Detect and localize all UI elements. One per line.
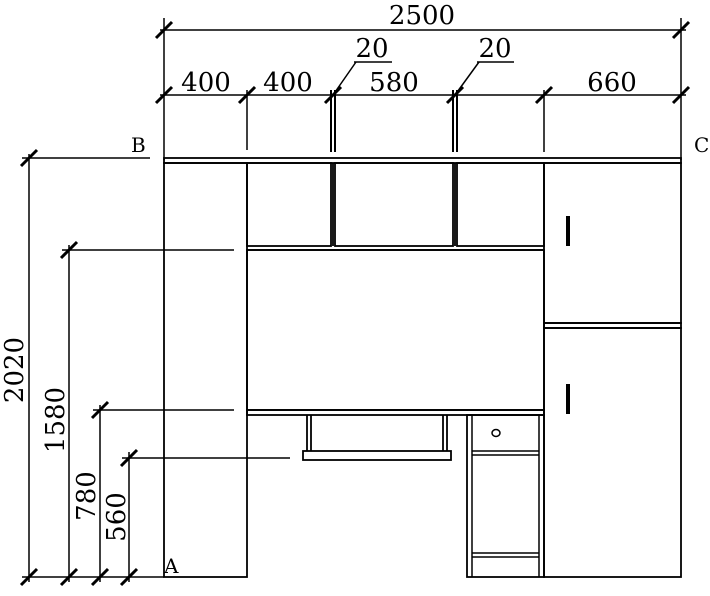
tick-total-height-top (19, 148, 39, 168)
dim-text-total-height: 2020 (0, 337, 30, 403)
leader-gap-2 (454, 61, 480, 96)
upper-shelf-left (246, 162, 332, 247)
dim-text-seg-3: 580 (369, 68, 419, 98)
tick-seg-left (154, 85, 174, 105)
tick-total-left (154, 20, 174, 40)
corner-label-a: A (163, 554, 179, 578)
horizontal-dimensions: 2500 400 400 20 580 20 660 (154, 1, 691, 160)
left-tall-column (163, 162, 248, 578)
tick-desk-height-top (90, 400, 110, 420)
corner-label-c: C (694, 133, 709, 157)
vertical-dimensions: 2020 1580 780 560 (0, 148, 290, 587)
corner-label-b: B (131, 133, 146, 157)
cabinet-unit (163, 157, 682, 578)
tick-total-height-bottom (19, 567, 39, 587)
drawer-knob-icon (491, 428, 501, 438)
tick-desk-height-bottom (90, 567, 110, 587)
dim-text-seg-2: 400 (263, 68, 313, 98)
dim-text-keyboard-height: 560 (102, 492, 132, 542)
dim-text-seg-1: 400 (181, 68, 231, 98)
wardrobe-upper-door (543, 162, 682, 324)
tick-keyboard-height-top (119, 448, 139, 468)
dim-text-total: 2500 (389, 1, 455, 31)
tick-shelf-height-bottom (59, 567, 79, 587)
dim-text-shelf-height: 1580 (41, 387, 71, 453)
dim-text-seg-4: 660 (587, 68, 637, 98)
tick-keyboard-height-bottom (119, 567, 139, 587)
back-panel (246, 249, 545, 411)
dim-text-gap-1: 20 (355, 34, 388, 64)
dim-text-gap-2: 20 (478, 34, 511, 64)
keyboard-tray (302, 450, 452, 461)
tick-shelf-height-top (59, 240, 79, 260)
upper-shelf-right (456, 162, 545, 247)
wardrobe-lower-door (543, 327, 682, 578)
leader-gap-1 (332, 61, 357, 96)
tick-seg-1 (237, 85, 257, 105)
upper-shelf-middle (334, 162, 454, 247)
dim-text-desk-height: 780 (72, 471, 102, 521)
tick-total-right (671, 20, 691, 40)
tick-seg-right (671, 85, 691, 105)
tick-seg-4 (534, 85, 554, 105)
